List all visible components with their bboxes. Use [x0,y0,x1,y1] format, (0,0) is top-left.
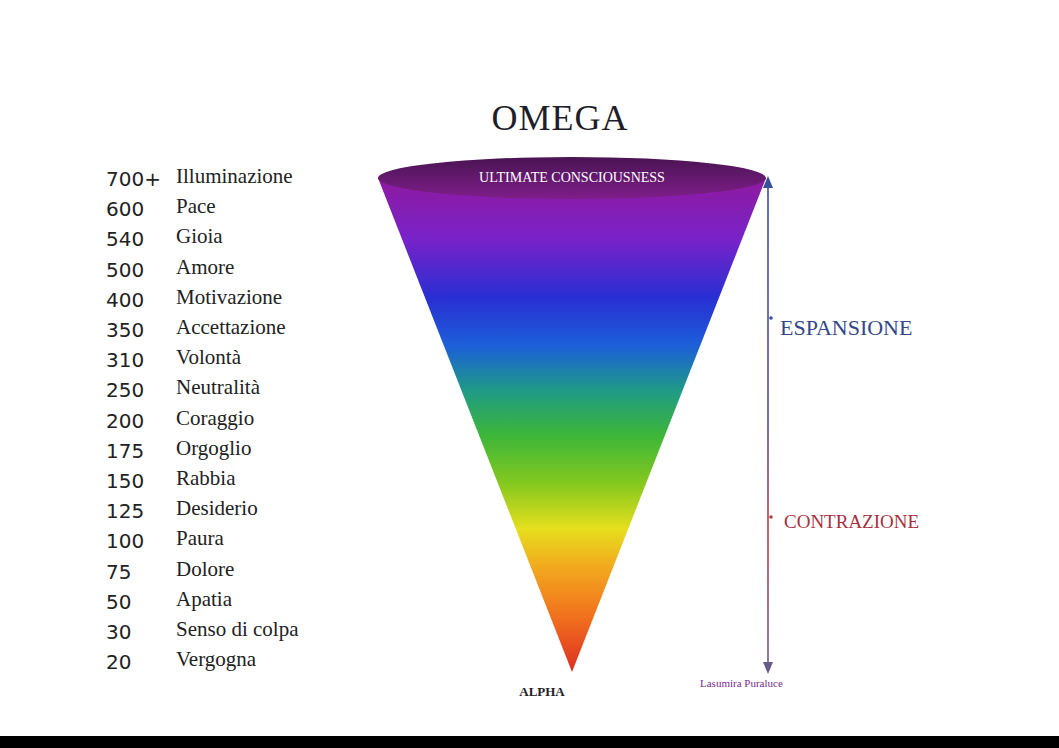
level-number: 350 [106,320,144,340]
level-number: 700+ [106,169,161,189]
level-number: 30 [106,622,131,642]
level-name: Gioia [176,226,223,247]
level-name: Neutralità [176,377,260,398]
level-name: Orgoglio [176,438,251,459]
level-name: Amore [176,257,234,278]
level-number: 540 [106,229,144,249]
level-name: Accettazione [176,317,286,338]
level-name: Illuminazione [176,166,293,187]
signature-label: Lasumira Puraluce [700,678,783,689]
level-number: 250 [106,380,144,400]
ellipse-fill [378,157,766,199]
level-number: 20 [106,652,131,672]
level-number: 150 [106,471,144,491]
scale-line [767,184,769,666]
tick-dot [769,515,773,519]
level-name: Apatia [176,589,232,610]
title-label: OMEGA [492,100,629,136]
level-number: 100 [106,531,144,551]
contraction-label: CONTRAZIONE [784,512,919,531]
level-name: Desiderio [176,498,258,519]
consciousness-ellipse: ULTIMATE CONSCIOUSNESS [377,156,767,200]
level-name: Paura [176,528,224,549]
panel [95,88,910,713]
level-number: 50 [106,592,131,612]
expansion-label: ESPANSIONE [780,317,912,339]
level-number: 400 [106,290,144,310]
level-number: 500 [106,260,144,280]
level-number: 75 [106,562,131,582]
level-name: Volontà [176,347,241,368]
level-name: Senso di colpa [176,619,298,640]
level-number: 310 [106,350,144,370]
level-name: Coraggio [176,408,254,429]
level-name: Rabbia [176,468,235,489]
level-name: Vergogna [176,649,256,670]
level-number: 125 [106,501,144,521]
alpha-label: ALPHA [519,685,565,698]
rainbow-cone [378,178,766,672]
level-number: 200 [106,411,144,431]
level-name: Motivazione [176,287,282,308]
ellipse-text: ULTIMATE CONSCIOUSNESS [479,170,665,186]
tick-dot [769,316,773,320]
level-number: 600 [106,199,144,219]
level-number: 175 [106,441,144,461]
level-name: Pace [176,196,216,217]
bottom-bar [0,736,1059,748]
arrow-head [763,662,773,674]
level-name: Dolore [176,559,234,580]
